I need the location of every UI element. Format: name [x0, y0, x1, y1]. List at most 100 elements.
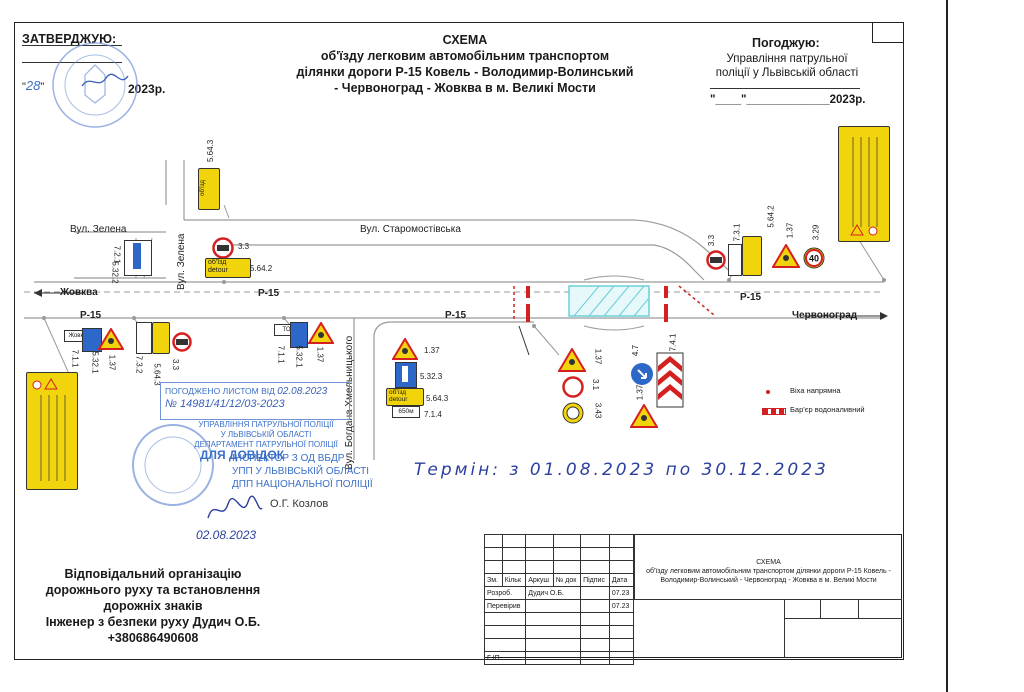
sign-blue-5-32-1 [82, 328, 102, 352]
legend-milestone: Віха напрямна [790, 386, 841, 395]
tb-divider-2 [784, 618, 902, 619]
label-chervonohrad: Червоноград [792, 310, 858, 321]
keep-right-sign [631, 363, 653, 385]
legend-barrier-symbol [762, 408, 786, 415]
roadwork-sign-c [308, 322, 334, 344]
sign-1-37-a: 1.37 [785, 222, 795, 239]
responsible-line-3: дорожніх знаків [103, 599, 203, 613]
col-data: Дата [608, 573, 635, 587]
info-board-right-art [850, 137, 878, 236]
row1-role: Розроб. [483, 586, 527, 600]
one-way-sign-zelena [124, 240, 152, 276]
plate-650m: 650м [392, 406, 420, 418]
end-restrictions-sign [562, 402, 584, 424]
detour-sign-a: об'їзд detour [205, 258, 251, 278]
sign-7-1-1-a: 7.1.1 [70, 349, 80, 368]
tb-title-line-3: Володимир-Волинський - Червоноград - Жов… [660, 577, 877, 584]
sign-1-37-c: 1.37 [315, 346, 325, 363]
col-zm: Зм. [484, 573, 503, 587]
detour-sign-d: об'їзд detour [386, 388, 424, 406]
sign-5-64-3-b: 5.64.3 [426, 394, 449, 403]
col-pidpys: Підпис [580, 573, 610, 587]
plate-7-3-2 [136, 322, 152, 354]
row1-name: Дудич О.Б. [525, 586, 582, 600]
agree-org-line-2: поліції у Львівській області [715, 67, 859, 79]
detour-d-en: detour [389, 396, 408, 403]
agree-org: Управління патрульної поліції у Львівськ… [692, 52, 882, 80]
detour-text-ua: об'їзд [199, 180, 206, 196]
approve-line-2 [22, 62, 122, 63]
speed-value: 40 [809, 254, 819, 264]
row2-date: 07.23 [608, 599, 635, 613]
tb-divider-3 [820, 600, 821, 618]
police-line-2: У ЛЬВІВСЬКІЙ ОБЛАСТІ [220, 430, 312, 439]
sign-5-32-1-b: 5.32.1 [294, 345, 304, 368]
no-trucks-sign-c [172, 332, 192, 352]
detour-sign-top: об'їзд [198, 168, 220, 210]
round-stamp-top [52, 42, 138, 128]
row2-role: Перевірив [483, 599, 527, 613]
sign-7-4-1: 7.4.1 [668, 333, 678, 352]
sign-3-3-a: 3.3 [238, 242, 250, 251]
sign-3-43: 3.43 [593, 402, 603, 419]
roadwork-sign-a [772, 244, 800, 268]
sign-5-32-1-a: 5.32.1 [90, 351, 100, 374]
page-edge-line [946, 0, 948, 692]
inspector-signature [207, 495, 263, 519]
inspector-stamp: ДЛЯ ДОВІДОК [200, 448, 284, 462]
roadwork-sign-b [98, 328, 124, 350]
detour-d-ua: об'їзд [389, 389, 407, 396]
responsible-line-4: Інженер з безпеки руху Дудич О.Б. [45, 615, 261, 629]
tb-divider-4 [858, 600, 859, 618]
responsible-line-1: Відповідальний організацію [64, 567, 242, 581]
row1-date: 07.23 [608, 586, 635, 600]
inspector-stamp-lines: ІНСПЕКТОР З ОД ВБДР УПП У ЛЬВІВСЬКІЙ ОБЛ… [232, 452, 373, 491]
detour-sign-c [152, 322, 170, 354]
street-staromostyska: Вул. Старомостівська [360, 224, 461, 235]
title-line-4: - Червоноград - Жовква в м. Великі Мости [334, 81, 596, 95]
roadwork-sign-f [630, 404, 658, 428]
inspector-sign-date: 02.08.2023 [196, 528, 257, 542]
approve-line-1 [22, 45, 122, 46]
schema-title: СХЕМА об'їзду легковим автомобільним тра… [270, 32, 660, 96]
sign-blue-5-32-1-b [290, 322, 308, 348]
sign-5-64-3-top: 5.64.3 [206, 139, 215, 162]
label-zhovkva: Жовква [60, 287, 98, 298]
agree-label: Погоджую: [752, 36, 820, 50]
sign-7-1-1-b: 7.1.1 [276, 345, 286, 364]
sign-7-3-1: 7.3.1 [732, 223, 742, 242]
title-line-1: СХЕМА [442, 33, 488, 47]
detour-a-ua: об'їзд [208, 259, 227, 266]
info-plate-7-3-1 [728, 244, 742, 276]
legend-barrier: Бар'єр водоналивний [790, 405, 865, 414]
round-stamp-bottom [132, 424, 214, 506]
roadwork-sign-d [392, 338, 418, 360]
signature-top [81, 73, 129, 87]
sign-3-1: 3.1 [591, 378, 601, 391]
sign-7-1-4: 7.1.4 [424, 410, 442, 419]
chevron-board [656, 352, 684, 408]
info-board-right [838, 126, 890, 242]
police-line-3: ДЕПАРТАМЕНТ ПАТРУЛЬНОЇ ПОЛІЦІЇ [194, 440, 338, 449]
term-period: Термін: з 01.08.2023 по 30.12.2023 [414, 460, 829, 480]
info-board-left [26, 372, 78, 490]
detour-a-en: detour [208, 267, 228, 274]
agreed-stamp: ПОГОДЖЕНО ЛИСТОМ ВІД 02.08.2023 № 14981/… [160, 382, 350, 420]
no-trucks-sign-a [212, 237, 234, 259]
title-block-caption: СХЕМА об'їзду легковим автомобільним тра… [634, 534, 902, 600]
sign-5-64-2-b: 5.64.2 [766, 205, 776, 228]
agreed-line-1: ПОГОДЖЕНО ЛИСТОМ ВІД [165, 386, 275, 396]
agreed-date: 02.08.2023 [277, 386, 328, 397]
sign-blue-5-32-3 [395, 362, 417, 388]
sign-3-3-c: 3.3 [171, 358, 181, 371]
road-map [24, 160, 888, 460]
approve-day: 28 [25, 78, 41, 93]
sign-3-3-b: 3.3 [707, 234, 717, 247]
sign-1-37-d: 1.37 [424, 346, 440, 355]
label-r15-a: Р-15 [258, 288, 280, 299]
sign-3-29: 3.29 [811, 224, 821, 241]
legend-milestone-dot [766, 390, 770, 394]
title-block-table: Зм. Кільк Аркуш № док Підпис Дата Розроб… [483, 534, 635, 665]
street-zelena-vertical: Вул. Зелена [176, 233, 187, 290]
police-stamp-text: УПРАВЛІННЯ ПАТРУЛЬНОЇ ПОЛІЦІЇ У ЛЬВІВСЬК… [186, 420, 346, 450]
